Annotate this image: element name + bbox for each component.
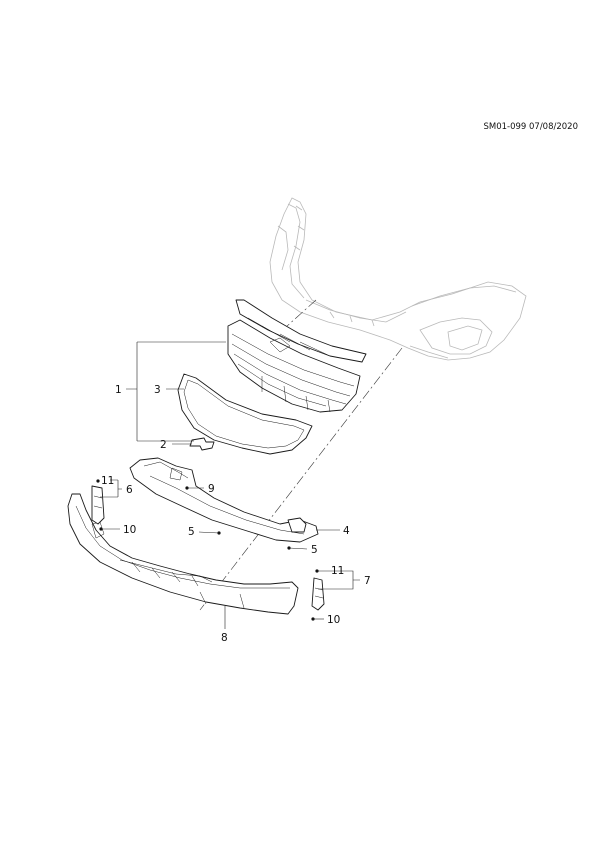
callout-3: 3 [154, 384, 161, 396]
callout-7: 7 [364, 575, 371, 587]
callout-1: 1 [115, 384, 122, 396]
bumper-fascia-ghost [269, 197, 527, 361]
callout-8: 8 [221, 632, 228, 644]
right-side-bracket [311, 577, 325, 611]
callout-labels: 1 3 2 9 5 5 4 11 6 10 8 11 7 10 [101, 384, 371, 644]
callout-5-right: 5 [311, 544, 318, 556]
radiator-grille-assembly [227, 299, 367, 413]
screw-11-left [96, 479, 100, 483]
callout-9: 9 [208, 483, 215, 495]
left-side-bracket [91, 485, 105, 525]
callout-11-left: 11 [101, 475, 114, 487]
grille-surround-frame [177, 373, 313, 455]
lower-bumper-fascia [67, 493, 299, 615]
callout-4: 4 [343, 525, 350, 537]
emblem [189, 437, 215, 451]
callout-6: 6 [126, 484, 133, 496]
callout-2: 2 [160, 439, 167, 451]
document-reference: SM01-099 07/08/2020 [483, 122, 578, 132]
callout-5-left: 5 [188, 526, 195, 538]
callout-11-right: 11 [331, 565, 344, 577]
assembly-centerline [199, 347, 403, 611]
lower-grille-bracket [129, 457, 319, 543]
callout-10-right: 10 [327, 614, 340, 626]
leader-lines [100, 341, 360, 629]
callout-10-left: 10 [123, 524, 136, 536]
